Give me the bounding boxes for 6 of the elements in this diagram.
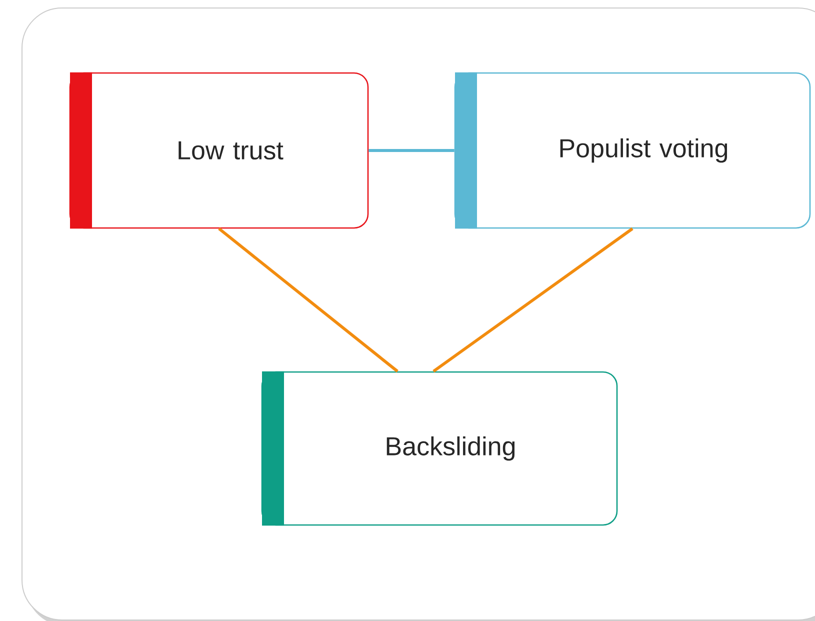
connector-line [432, 227, 634, 373]
text-box: Populist voting [454, 72, 811, 229]
text-box: Low trust [69, 72, 369, 229]
connector-line [218, 227, 398, 372]
text-box: Backsliding [261, 371, 618, 526]
connector-line [368, 149, 454, 152]
